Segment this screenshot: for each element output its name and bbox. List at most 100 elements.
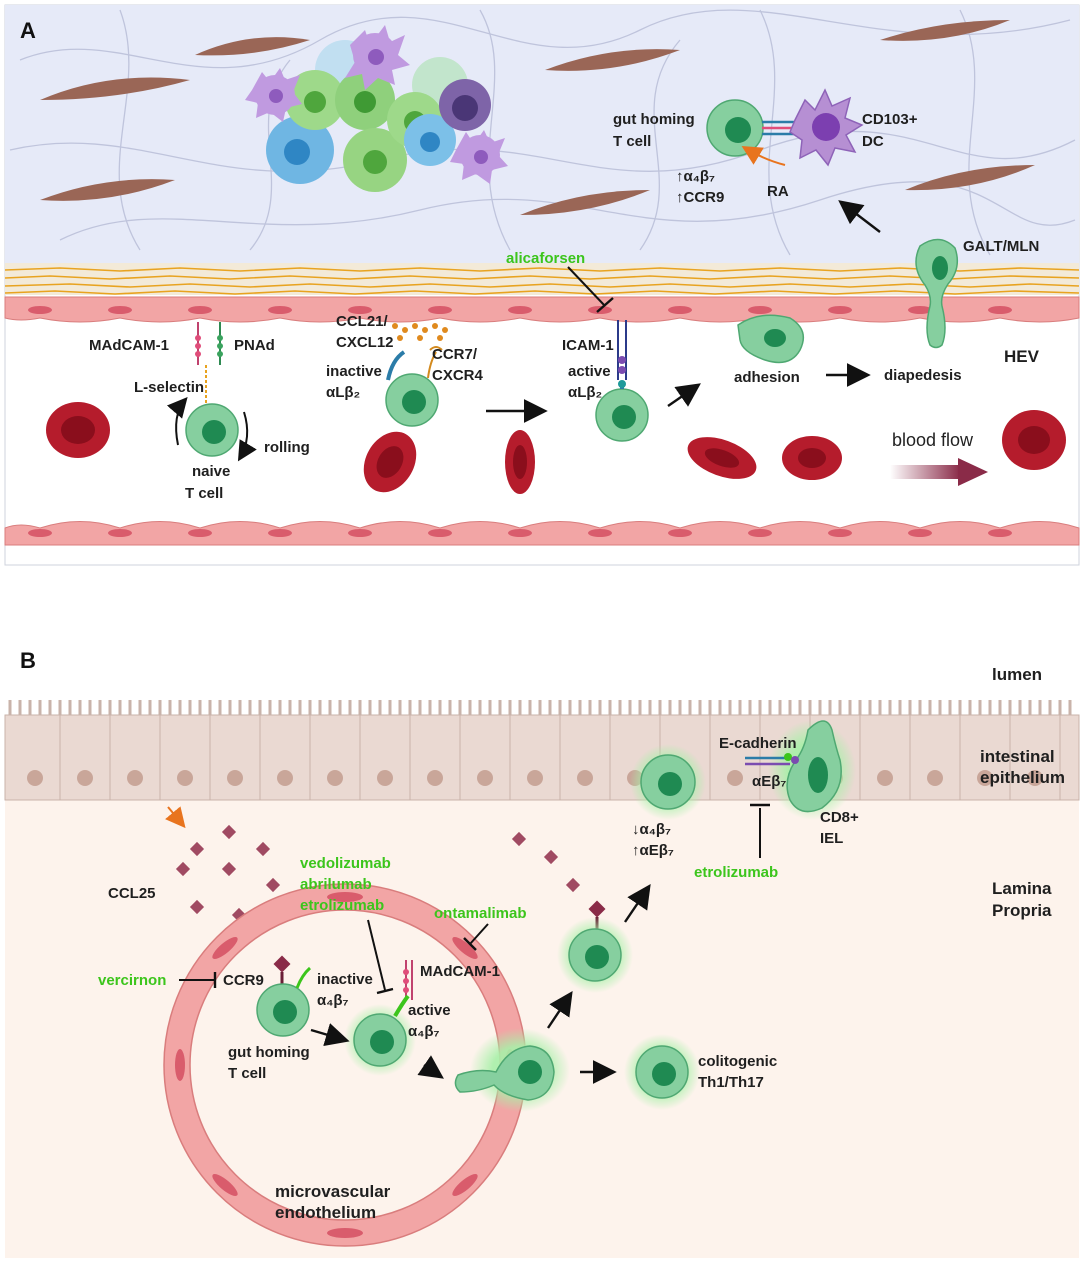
red-blood-cells-a <box>46 402 1066 494</box>
fibroblasts <box>40 20 1035 215</box>
anti-integrin-inhibitor-line <box>367 919 386 991</box>
icam1-molecule <box>617 320 627 380</box>
a4b7-down-label: ↓α₄β₇ <box>632 821 671 838</box>
inactive-alb2-label-line2: αLβ₂ <box>326 384 360 401</box>
collagen-fibers <box>4 267 1080 295</box>
gut-homing-label-b-line1: gut homing <box>228 1044 310 1061</box>
lumen-label: lumen <box>992 665 1042 684</box>
l-selectin-label: L-selectin <box>134 379 204 396</box>
t-cell-inactive-alb2 <box>385 346 443 427</box>
ccr7-label: CCR7/ <box>432 346 478 363</box>
galt-mln-label: GALT/MLN <box>963 238 1039 255</box>
icam1-label: ICAM-1 <box>562 337 614 354</box>
ccr9-label: CCR9 <box>223 972 264 989</box>
lymphocyte-cluster <box>245 25 508 192</box>
hev-endothelium-top <box>4 296 1080 323</box>
cd103-dc-label-line2: DC <box>862 133 884 150</box>
naive-t-cell-label: T cell <box>185 485 223 502</box>
alicaforsen-label: alicaforsen <box>506 250 585 267</box>
propria-label: Propria <box>992 901 1052 920</box>
naive-t-cell <box>166 396 257 462</box>
ontamalimab-inhibitor-bar <box>463 937 477 951</box>
diapedesis-label: diapedesis <box>884 367 962 384</box>
aeb7-label: αEβ₇ <box>752 773 786 790</box>
intestinal-label: intestinal <box>980 747 1055 766</box>
lamina-label: Lamina <box>992 879 1052 898</box>
active-a4b7-label-line2: α₄β₇ <box>408 1023 440 1040</box>
cxcl12-label: CXCL12 <box>336 334 394 351</box>
endothelium-label: endothelium <box>275 1203 376 1222</box>
panel-b-letter: B <box>20 648 36 673</box>
etrolizumab-left-label: etrolizumab <box>300 897 384 914</box>
cd103-dendritic-cell <box>789 88 864 167</box>
cxcr4-label: CXCR4 <box>432 367 484 384</box>
ontamalimab-inhibitor-line <box>469 923 489 945</box>
t-cell-diapedesis <box>915 238 959 349</box>
step-arrow-2 <box>667 383 701 407</box>
gut-homing-t-cell-label-line2: T cell <box>613 133 651 150</box>
th1-th17-label: Th1/Th17 <box>698 1074 764 1091</box>
active-alb2-label-line1: active <box>568 363 611 380</box>
a4b7-up-label: ↑α₄β₇ <box>676 168 715 185</box>
alicaforsen-inhibitor-line <box>567 266 606 307</box>
anti-integrin-inhibitor-bar <box>376 987 394 995</box>
blood-flow-arrow <box>890 458 988 486</box>
ccl25-secretion-arrow <box>165 806 186 829</box>
t-cell-lamina-upper <box>557 917 633 993</box>
cd8-label: CD8+ <box>820 809 859 826</box>
lamina-propria-background <box>5 800 1079 1258</box>
hev-endothelium-nuclei-bottom <box>28 529 1012 537</box>
colitogenic-label: colitogenic <box>698 1053 777 1070</box>
iel-label: IEL <box>820 830 843 847</box>
ccl21-cxcl12-chemokines <box>392 323 448 341</box>
cd8-iel-cell <box>768 720 856 820</box>
step-arrow-b3 <box>547 991 573 1029</box>
adhesion-label: adhesion <box>734 369 800 386</box>
pnad-label: PNAd <box>234 337 275 354</box>
colitogenic-t-cell <box>624 1034 700 1110</box>
blood-flow-label: blood flow <box>892 430 974 450</box>
stroma-background <box>5 5 1079 263</box>
inactive-a4b7-label-line2: α₄β₇ <box>317 992 349 1009</box>
epithelium-label: epithelium <box>980 768 1065 787</box>
ccl21-label: CCL21/ <box>336 313 389 330</box>
panel-a: gut homing T cell CD103+ DC ↑α₄β₇ ↑CCR9 … <box>4 4 1080 566</box>
gut-homing-t-cell-a <box>706 99 764 157</box>
hev-endothelium-bottom <box>4 521 1080 546</box>
ccr9-up-label: ↑CCR9 <box>676 189 724 206</box>
inactive-alb2-label-line1: inactive <box>326 363 382 380</box>
step-arrow-b2 <box>417 1055 444 1079</box>
active-a4b7-label-line1: active <box>408 1002 451 1019</box>
madcam1-label-b: MAdCAM-1 <box>420 963 500 980</box>
t-cell-active-alb2 <box>595 380 649 442</box>
etrolizumab-right-label: etrolizumab <box>694 864 778 881</box>
panel-a-letter: A <box>20 18 36 43</box>
inactive-a4b7-label-line1: inactive <box>317 971 373 988</box>
madcam1-molecules-b <box>403 960 413 1000</box>
madcam1-pnad-molecules <box>195 322 223 408</box>
madcam1-label-a: MAdCAM-1 <box>89 337 169 354</box>
intestinal-epithelium-layer <box>4 700 1080 801</box>
reticular-fibers <box>9 9 1076 256</box>
emigration-arrow <box>838 200 881 233</box>
gut-homing-t-cell-label-line1: gut homing <box>613 111 695 128</box>
microvascular-label: microvascular <box>275 1182 391 1201</box>
active-alb2-label-line2: αLβ₂ <box>568 384 602 401</box>
abrilumab-label: abrilumab <box>300 876 372 893</box>
gut-homing-t-cell-b <box>256 966 312 1037</box>
naive-label: naive <box>192 463 230 480</box>
panel-b: E-cadherin αEβ₇ CD8+ IEL ↓α₄β₇ ↑αEβ₇ etr… <box>4 648 1080 1258</box>
vedolizumab-label: vedolizumab <box>300 855 391 872</box>
t-cell-active-a4b7 <box>344 994 416 1076</box>
t-cell-adhesion <box>737 314 805 364</box>
step-arrow-b5 <box>624 884 651 923</box>
ccl25-label: CCL25 <box>108 885 156 902</box>
cd103-dc-label-line1: CD103+ <box>862 111 918 128</box>
ra-label: RA <box>767 183 789 200</box>
ecadherin-aeb7-binding <box>745 753 799 766</box>
epithelium-nuclei <box>27 770 1043 786</box>
t-cell-transmigrating-b <box>454 1028 570 1112</box>
ra-arrow <box>741 145 786 166</box>
hev-label: HEV <box>1004 347 1040 366</box>
ontamalimab-label: ontamalimab <box>434 905 527 922</box>
